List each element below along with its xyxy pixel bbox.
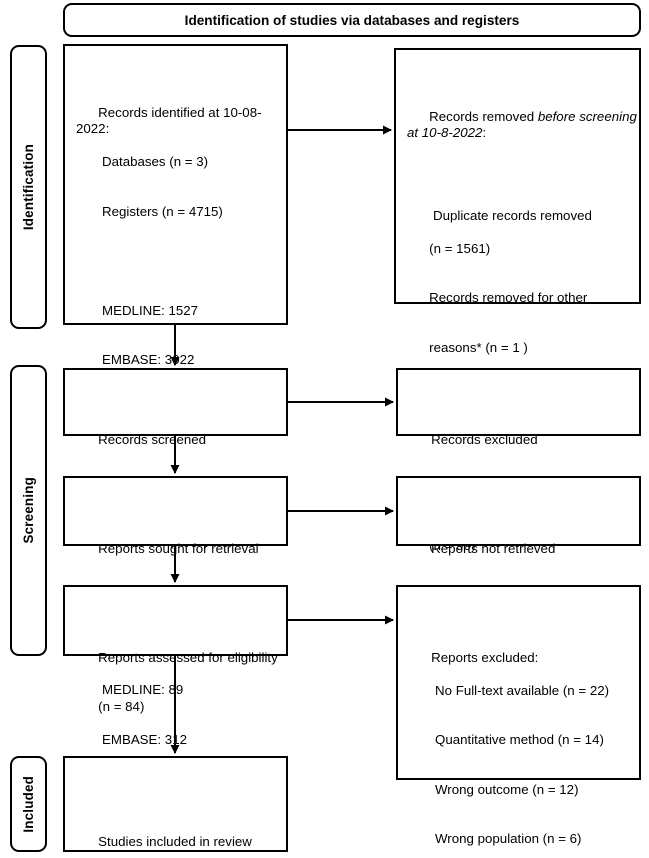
records-identified-line4: MEDLINE: 1527 (102, 302, 199, 318)
reports-sought-line1: Reports sought for retrieval (98, 540, 259, 556)
reports-assessed-line1: Reports assessed for eligibility (98, 649, 278, 665)
records-removed-title1-italic: before screening at 10-8-2022 (407, 108, 641, 141)
records-removed-item2b: reasons* (n = 1 ) (429, 339, 528, 355)
records-identified-line5: EMBASE: 3022 (102, 352, 195, 367)
records-removed-title1-colon: : (482, 125, 487, 140)
phase-label-screening: Screening (10, 365, 47, 656)
phase-label-included: Included (10, 756, 47, 852)
phase-label-identification: Identification (10, 45, 47, 329)
records-screened-line1: Records screened (98, 431, 207, 447)
reports-excluded-reason: No Full-text available (n = 22) (435, 682, 610, 698)
reports-excluded-reason: Wrong population (n = 6) (435, 831, 582, 846)
spacer (76, 253, 286, 270)
records-identified-line2: Databases (n = 3) (102, 154, 209, 169)
reports-excluded-title: Reports excluded: (431, 649, 539, 665)
reports-excluded-reason: Wrong outcome (n = 12) (435, 781, 579, 797)
records-removed-title1-plain: Records removed (429, 108, 538, 124)
records-removed-item1: Duplicate records removed (433, 207, 592, 223)
reports-excluded-reason: Quantitative method (n = 14) (435, 732, 604, 747)
records-excluded-line1: Records excluded (431, 431, 538, 447)
box-reports-sought: Reports sought for retrieval (n = 87) (63, 476, 288, 605)
box-records-removed: Records removed before screening at 10-8… (394, 48, 641, 553)
page-title: Identification of studies via databases … (184, 12, 520, 28)
records-identified-line1: Records identified at 10-08-2022: (76, 104, 262, 137)
box-reports-excluded: Reports excluded: No Full-text available… (396, 585, 641, 846)
records-removed-item2: Records removed for other (429, 290, 588, 305)
box-reports-assessed: Reports assessed for eligibility (n = 84… (63, 585, 288, 714)
phase-label-included-text: Included (21, 775, 36, 833)
records-identified-line3: Registers (n = 4715) (102, 203, 223, 219)
spacer (407, 158, 639, 175)
box-records-identified: Records identified at 10-08-2022: Databa… (63, 44, 288, 796)
records-identified-line11: EMBASE: 312 (102, 731, 187, 747)
records-removed-item1b: (n = 1561) (429, 240, 491, 256)
phase-label-identification-text: Identification (21, 143, 36, 231)
reports-assessed-line2: (n = 84) (98, 699, 145, 714)
box-reports-not-retrieved: Reports not retrieved (n = 3) (396, 476, 641, 605)
box-studies-included: Studies included in review (n = 19) (63, 756, 288, 852)
phase-label-screening-text: Screening (21, 477, 36, 544)
reports-not-retrieved-line1: Reports not retrieved (431, 540, 556, 556)
box-records-screened: Records screened (n = 3473) (63, 368, 288, 496)
studies-included-line1: Studies included in review (98, 833, 252, 849)
box-records-excluded: Records excluded (n = 3387) (396, 368, 641, 496)
diagram-header-banner: Identification of studies via databases … (63, 3, 641, 37)
